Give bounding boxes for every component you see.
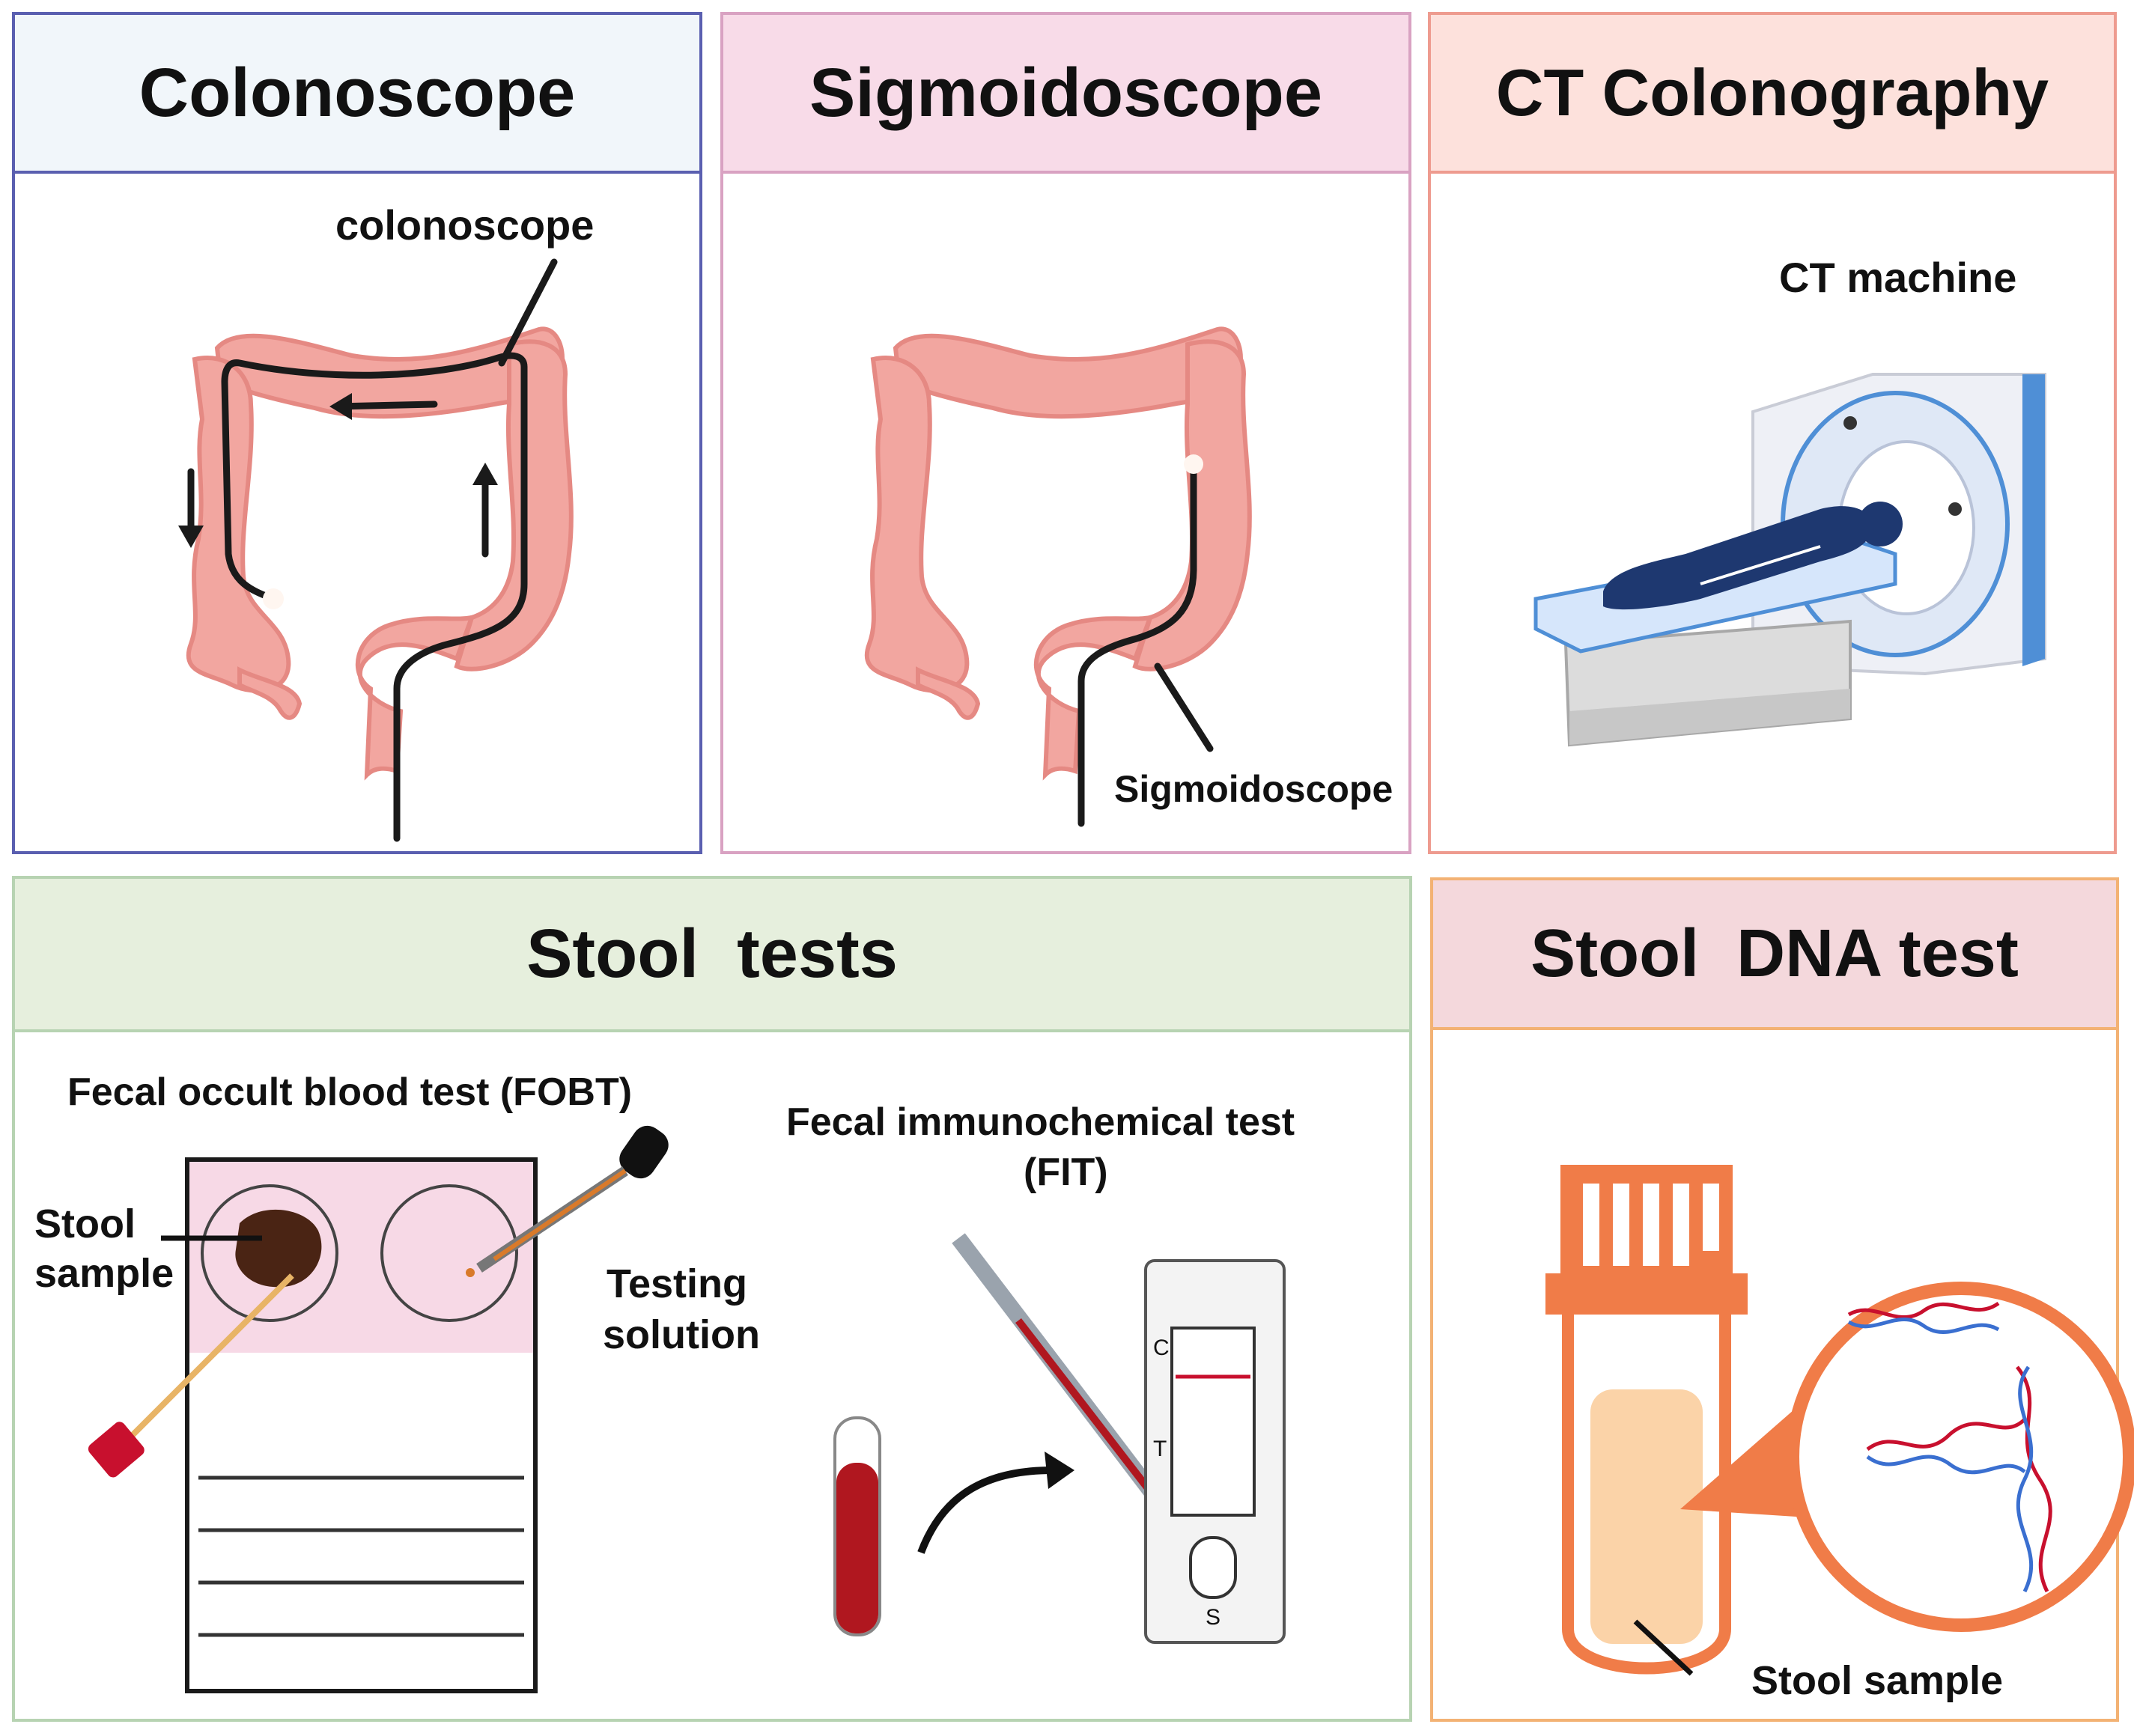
fobt-title: Fecal occult blood test (FOBT) [67, 1070, 633, 1114]
stool-dna-test-panel-header: Stool DNA test [1433, 880, 2116, 1030]
ct-colonography-panel-header: CT Colonography [1431, 15, 2114, 174]
stool-tests-panel-header: Stool tests [15, 879, 1409, 1032]
stool-dna-test-panel-title: Stool DNA test [1530, 916, 2019, 991]
sigmoidoscope-panel-title: Sigmoidoscope [809, 54, 1322, 131]
cassette-label-s: S [1206, 1605, 1221, 1630]
sigmoidoscope-label: Sigmoidoscope [1114, 768, 1393, 810]
stool-tests-panel-title: Stool tests [526, 916, 898, 992]
ct-machine-label: CT machine [1779, 254, 2017, 301]
colon-with-sigmoidoscope-illustration [864, 326, 1252, 827]
stool-tests-panel: Stool tests Fecal occult blood test (FOB… [12, 876, 1412, 1722]
stool-dna-tube-illustration [1545, 1165, 2134, 1676]
colonoscope-panel-title: Colonoscope [139, 54, 576, 131]
colonoscope-panel: Colonoscope colonoscope [12, 12, 702, 854]
colon-with-colonoscope-illustration [178, 258, 574, 842]
testing-solution-label-line1: Testing [607, 1261, 747, 1306]
stool-sample-label-line2: sample [34, 1251, 174, 1296]
fit-title-line2: (FIT) [1024, 1151, 1108, 1194]
testing-solution-label-line2: solution [603, 1312, 760, 1357]
colonoscope-label: colonoscope [335, 201, 595, 249]
cassette-label-t: T [1153, 1437, 1167, 1461]
fobt-card-illustration [88, 1125, 1286, 1693]
fit-title-line1: Fecal immunochemical test [786, 1100, 1295, 1144]
ct-colonography-panel: CT Colonography CT machine [1428, 12, 2117, 854]
stool-dna-test-panel: Stool DNA test Stool sample [1430, 877, 2134, 1722]
cassette-label-c: C [1153, 1335, 1170, 1360]
stool-sample-label: Stool sample [1751, 1658, 2004, 1703]
stool-sample-label-line1: Stool [34, 1202, 136, 1246]
ct-scanner-illustration [1533, 373, 2046, 747]
colonoscope-panel-header: Colonoscope [15, 15, 699, 174]
sigmoidoscope-panel-header: Sigmoidoscope [723, 15, 1408, 174]
sigmoidoscope-panel: Sigmoidoscope Sigmoidoscope [720, 12, 1411, 854]
ct-colonography-panel-title: CT Colonography [1495, 55, 2049, 130]
